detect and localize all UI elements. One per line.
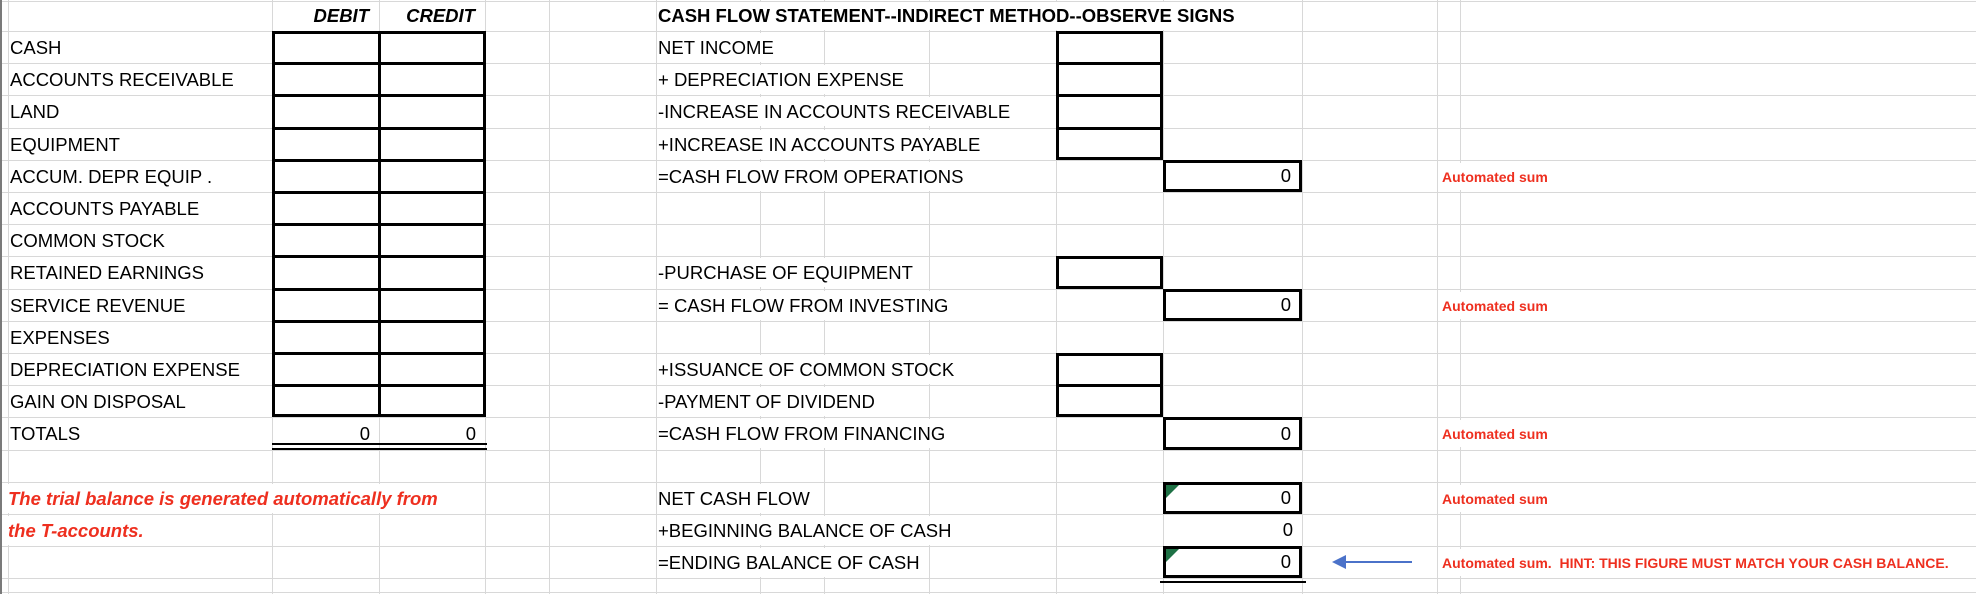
hint-arrow-shaft [1344,561,1412,563]
trial-balance-cell-block [272,31,486,417]
hint-arrow-head [1332,555,1346,569]
line-label-net-income: NET INCOME [658,33,780,62]
financing-total-cell[interactable]: 0 [1163,417,1302,450]
account-label-depreciation-expense: DEPRECIATION EXPENSE [10,355,246,384]
line-label-increase-ar: -INCREASE IN ACCOUNTS RECEIVABLE [658,97,1017,126]
automated-sum-note-investing: Automated sum [1442,292,1553,319]
input-cell-depreciation[interactable] [1059,67,1160,92]
trial-balance-debit-credit-cells[interactable] [272,31,486,417]
account-label-common-stock: COMMON STOCK [10,226,171,255]
net-cash-flow-cell[interactable]: 0 [1163,482,1302,514]
line-label-operations-total: =CASH FLOW FROM OPERATIONS [658,162,970,191]
account-label-cash: CASH [10,33,68,62]
totals-double-underline [272,443,487,450]
trial-balance-row-divider [275,254,483,258]
totals-credit-value[interactable]: 0 [465,422,476,444]
line-label-purchase-equipment: -PURCHASE OF EQUIPMENT [658,258,919,287]
input-cell-purchase-equipment[interactable] [1059,260,1160,285]
ending-balance-value: 0 [1280,551,1291,572]
line-label-depreciation: + DEPRECIATION EXPENSE [658,65,910,94]
account-label-service-revenue: SERVICE REVENUE [10,291,192,320]
debit-column-header: DEBIT [313,4,370,26]
ending-balance-cell[interactable]: 0 [1163,546,1302,578]
ending-double-underline [1160,581,1306,583]
totals-debit-value[interactable]: 0 [359,422,370,444]
line-label-ending-balance: =ENDING BALANCE OF CASH [658,548,926,577]
line-label-investing-total: = CASH FLOW FROM INVESTING [658,291,955,320]
trial-balance-row-divider [275,158,483,162]
input-box-outline-operations [1056,31,1163,160]
automated-sum-note-net-cash-flow: Automated sum [1442,485,1553,512]
input-cell-increase-ar[interactable] [1059,99,1160,124]
formula-warning-icon [1166,549,1179,562]
account-label-accounts-payable: ACCOUNTS PAYABLE [10,194,206,223]
beginning-balance-cell[interactable]: 0 [1282,519,1293,540]
line-label-net-cash-flow: NET CASH FLOW [658,484,816,513]
financing-total-value: 0 [1280,422,1291,444]
line-label-financing-total: =CASH FLOW FROM FINANCING [658,419,952,448]
automated-sum-note-financing: Automated sum [1442,420,1553,447]
line-label-payment-dividend: -PAYMENT OF DIVIDEND [658,387,881,416]
ending-balance-hint: Automated sum. HINT: THIS FIGURE MUST MA… [1442,549,1954,576]
trial-balance-row-divider [275,351,483,355]
totals-label: TOTALS [10,419,87,448]
trial-balance-row-divider [275,287,483,291]
input-cell-net-income[interactable] [1059,35,1160,60]
operations-total-value: 0 [1280,165,1291,186]
credit-column-header: CREDIT [406,4,475,26]
account-label-land: LAND [10,97,66,126]
operations-total-cell[interactable]: 0 [1163,160,1302,192]
trial-balance-row-divider [275,319,483,323]
trial-balance-row-divider [275,61,483,65]
trial-balance-row-divider [275,190,483,194]
input-box-divider [1059,383,1160,387]
account-label-expenses: EXPENSES [10,323,116,352]
account-label-accum-depr: ACCUM. DEPR EQUIP . [10,162,219,191]
input-cell-issuance-stock[interactable] [1059,357,1160,382]
trial-balance-note-line1: The trial balance is generated automatic… [8,484,444,513]
trial-balance-row-divider [275,126,483,130]
account-label-accounts-receivable: ACCOUNTS RECEIVABLE [10,65,240,94]
net-cash-flow-value: 0 [1280,487,1291,508]
hint-arrow-icon [1332,554,1412,570]
account-label-retained-earnings: RETAINED EARNINGS [10,258,210,287]
input-box-outline-investing [1056,256,1163,289]
automated-sum-note-operations: Automated sum [1442,163,1553,190]
trial-balance-row-divider [275,93,483,97]
input-cell-payment-dividend[interactable] [1059,389,1160,414]
line-label-issuance-stock: +ISSUANCE OF COMMON STOCK [658,355,961,384]
trial-balance-row-divider [275,222,483,226]
trial-balance-row-divider [275,383,483,387]
cash-flow-title: CASH FLOW STATEMENT--INDIRECT METHOD--OB… [658,2,1241,30]
line-label-increase-ap: +INCREASE IN ACCOUNTS PAYABLE [658,130,987,159]
input-box-divider [1059,61,1160,65]
investing-total-value: 0 [1280,294,1291,315]
account-label-equipment: EQUIPMENT [10,130,126,159]
input-box-divider [1059,93,1160,97]
account-label-gain-on-disposal: GAIN ON DISPOSAL [10,387,192,416]
input-box-outline-financing [1056,353,1163,417]
input-cell-increase-ap[interactable] [1059,132,1160,157]
line-label-beginning-balance: +BEGINNING BALANCE OF CASH [658,516,958,545]
trial-balance-note-line2: the T-accounts. [8,516,150,545]
formula-warning-icon [1166,485,1179,498]
investing-total-cell[interactable]: 0 [1163,289,1302,321]
input-box-divider [1059,126,1160,130]
